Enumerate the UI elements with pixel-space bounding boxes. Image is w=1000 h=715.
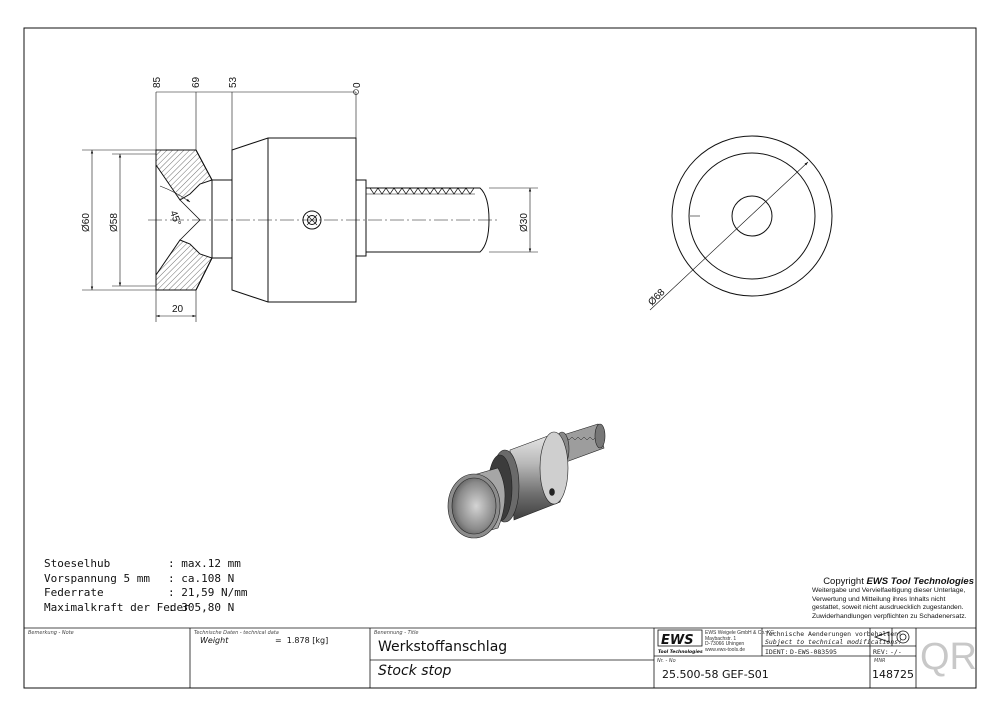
cup-section-lower [155, 239, 213, 291]
dim-dia-58: Ø58 [109, 213, 120, 232]
title-label: Benennung - Title [374, 630, 419, 636]
spec-table: Stoeselhub : max.12 mm Vorspannung 5 mm … [44, 557, 344, 615]
dim-dia-68: Ø68 [646, 287, 667, 308]
sheet-border [23, 27, 977, 689]
svg-text:EWS: EWS [661, 633, 694, 648]
qr-placeholder: QR [920, 636, 977, 678]
weight-value: = 1.878 [kg] [275, 636, 329, 645]
front-view [649, 135, 833, 311]
dim-len-20: 20 [172, 304, 184, 315]
spec-row: Stoeselhub : max.12 mm [44, 557, 241, 570]
dim-0: 0 [352, 82, 363, 88]
ews-logo: EWS Tool Technologies [657, 629, 703, 655]
dim-85: 85 [152, 76, 163, 88]
dimension-lines [82, 89, 538, 322]
rev-label: REV: [873, 648, 889, 656]
spec-row: Vorspannung 5 mm : ca.108 N [44, 571, 235, 585]
ident-value: D-EWS-083595 [790, 648, 837, 656]
company-address: EWS Weigele GmbH & Co. KG Maybachstr. 1 … [705, 630, 775, 653]
change-note-de: Technische Aenderungen vorbehalten! [765, 630, 902, 638]
title-german: Werkstoffanschlag [378, 639, 508, 655]
part-number: 25.500-58 GEF-S01 [662, 668, 769, 681]
tech-data-label: Technische Daten - technical data [194, 630, 279, 636]
rev-value: -/- [890, 648, 902, 656]
render-3d-view [447, 423, 606, 539]
nr-label: Nr. - No [657, 658, 676, 664]
cup-section-upper [155, 149, 213, 201]
dim-angle-45: 45° [167, 209, 183, 227]
copyright-notice: Copyright EWS Tool Technologies Weiterga… [812, 576, 974, 620]
svg-text:Tool Technologies: Tool Technologies [658, 649, 703, 655]
change-note-en: Subject to technical modifications! [765, 638, 902, 646]
spec-row: Federrate : 21,59 N/mm [44, 586, 248, 599]
title-block-lines [24, 627, 976, 688]
side-view [148, 137, 500, 303]
spec-row: Maximalkraft der Feder : 305,80 N [44, 600, 235, 614]
note-label: Bemerkung - Note [28, 630, 74, 636]
weight-label: Weight [200, 636, 229, 645]
dim-53: 53 [228, 76, 239, 88]
projection-symbol-icon [873, 630, 910, 644]
dim-dia-30: Ø30 [519, 213, 530, 232]
ident-label: IDENT: [765, 648, 789, 656]
title-english: Stock stop [378, 663, 452, 679]
dim-69: 69 [191, 76, 202, 88]
dim-dia-60: Ø60 [81, 213, 92, 232]
mnr-label: MNR [874, 658, 886, 664]
mnr-value: 148725 [872, 668, 914, 681]
threaded-shank [366, 187, 490, 253]
